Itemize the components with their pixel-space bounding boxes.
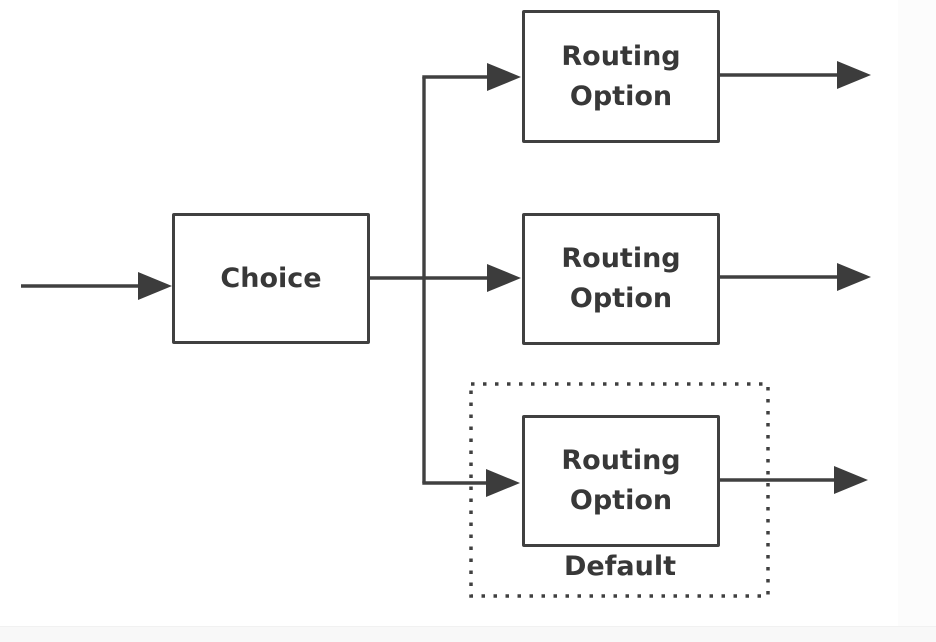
arrow-choice-to-default (422, 469, 520, 497)
node-routing-option-default: Routing Option (522, 415, 720, 547)
arrow-default-output (720, 466, 868, 494)
node-routing-option-default-label: Routing Option (561, 445, 681, 516)
node-routing-option-middle-label: Routing Option (561, 243, 681, 314)
arrow-choice-to-top (422, 63, 521, 91)
default-group-border (469, 382, 770, 598)
arrow-choice-to-middle (370, 264, 521, 292)
arrow-middle-output (720, 263, 871, 291)
node-routing-option-top: Routing Option (522, 10, 720, 143)
arrow-top-output (720, 61, 871, 89)
node-routing-option-top-label: Routing Option (561, 40, 681, 112)
node-choice: Choice (172, 213, 370, 344)
node-routing-option-middle: Routing Option (522, 213, 720, 345)
node-choice-label: Choice (220, 262, 322, 294)
default-group-label: Default (563, 551, 677, 582)
page-margin-bottom (0, 626, 936, 642)
arrow-input-to-choice (21, 272, 172, 300)
page-margin-right (898, 0, 936, 626)
